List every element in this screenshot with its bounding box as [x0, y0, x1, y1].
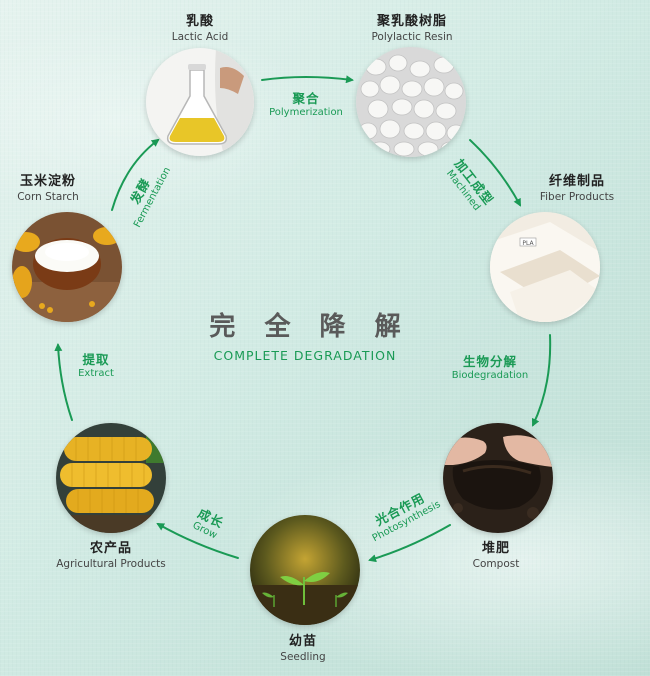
step-polymerization-en: Polymerization [269, 107, 343, 118]
corn-starch-photo [12, 212, 122, 322]
node-agricultural-products-zh: 农产品 [89, 541, 133, 556]
node-lactic-acid: 乳酸 Lactic Acid [172, 14, 229, 44]
step-polymerization: 聚合 Polymerization [269, 91, 343, 119]
step-biodegradation: 生物分解 Biodegradation [452, 354, 528, 382]
node-corn-starch-en: Corn Starch [17, 191, 79, 203]
agricultural-products-photo [56, 423, 166, 533]
arrow-extract [54, 343, 73, 421]
node-seedling-en: Seedling [280, 651, 326, 663]
arrow-biodegradation [531, 334, 552, 427]
node-agricultural-products-en: Agricultural Products [56, 558, 166, 570]
step-extract-en: Extract [78, 368, 114, 379]
lactic-acid-photo [146, 48, 254, 156]
node-corn-starch-zh: 玉米淀粉 [19, 174, 76, 189]
center-title: 完 全 降 解 COMPLETE DEGRADATION [199, 312, 410, 363]
seedling-photo [250, 515, 360, 625]
arrow-fermentation [111, 138, 160, 211]
fiber-products-photo: PLA [490, 212, 600, 322]
arrow-polymerization [261, 75, 354, 84]
node-seedling-zh: 幼苗 [288, 634, 317, 649]
step-extract: 提取 Extract [78, 352, 114, 380]
node-compost: 堆肥 Compost [473, 541, 520, 571]
step-extract-zh: 提取 [82, 352, 110, 367]
node-compost-en: Compost [472, 558, 520, 570]
node-seedling: 幼苗 Seedling [280, 634, 325, 664]
step-biodegradation-en: Biodegradation [451, 370, 529, 381]
step-polymerization-zh: 聚合 [292, 91, 320, 106]
node-compost-zh: 堆肥 [481, 541, 511, 556]
center-title-en: COMPLETE DEGRADATION [213, 348, 397, 363]
polylactic-resin-photo [356, 47, 466, 157]
center-title-zh: 完 全 降 解 [209, 312, 411, 342]
node-polylactic-resin-en: Polylactic Resin [371, 31, 453, 43]
arrow-photosynthesis [368, 524, 451, 563]
step-biodegradation-zh: 生物分解 [462, 354, 518, 369]
node-agricultural-products: 农产品 Agricultural Products [56, 541, 166, 571]
arrow-machined [469, 139, 521, 207]
node-polylactic-resin-zh: 聚乳酸树脂 [376, 14, 448, 29]
node-corn-starch: 玉米淀粉 Corn Starch [17, 174, 79, 204]
node-fiber-products-en: Fiber Products [539, 191, 615, 203]
node-lactic-acid-en: Lactic Acid [171, 31, 229, 43]
node-lactic-acid-zh: 乳酸 [185, 14, 214, 29]
node-fiber-products: 纤维制品 Fiber Products [540, 174, 614, 204]
arrow-grow [156, 523, 239, 559]
compost-photo [443, 423, 553, 533]
pla-tag: PLA [522, 240, 534, 247]
node-polylactic-resin: 聚乳酸树脂 Polylactic Resin [371, 14, 452, 44]
node-fiber-products-zh: 纤维制品 [548, 174, 605, 189]
